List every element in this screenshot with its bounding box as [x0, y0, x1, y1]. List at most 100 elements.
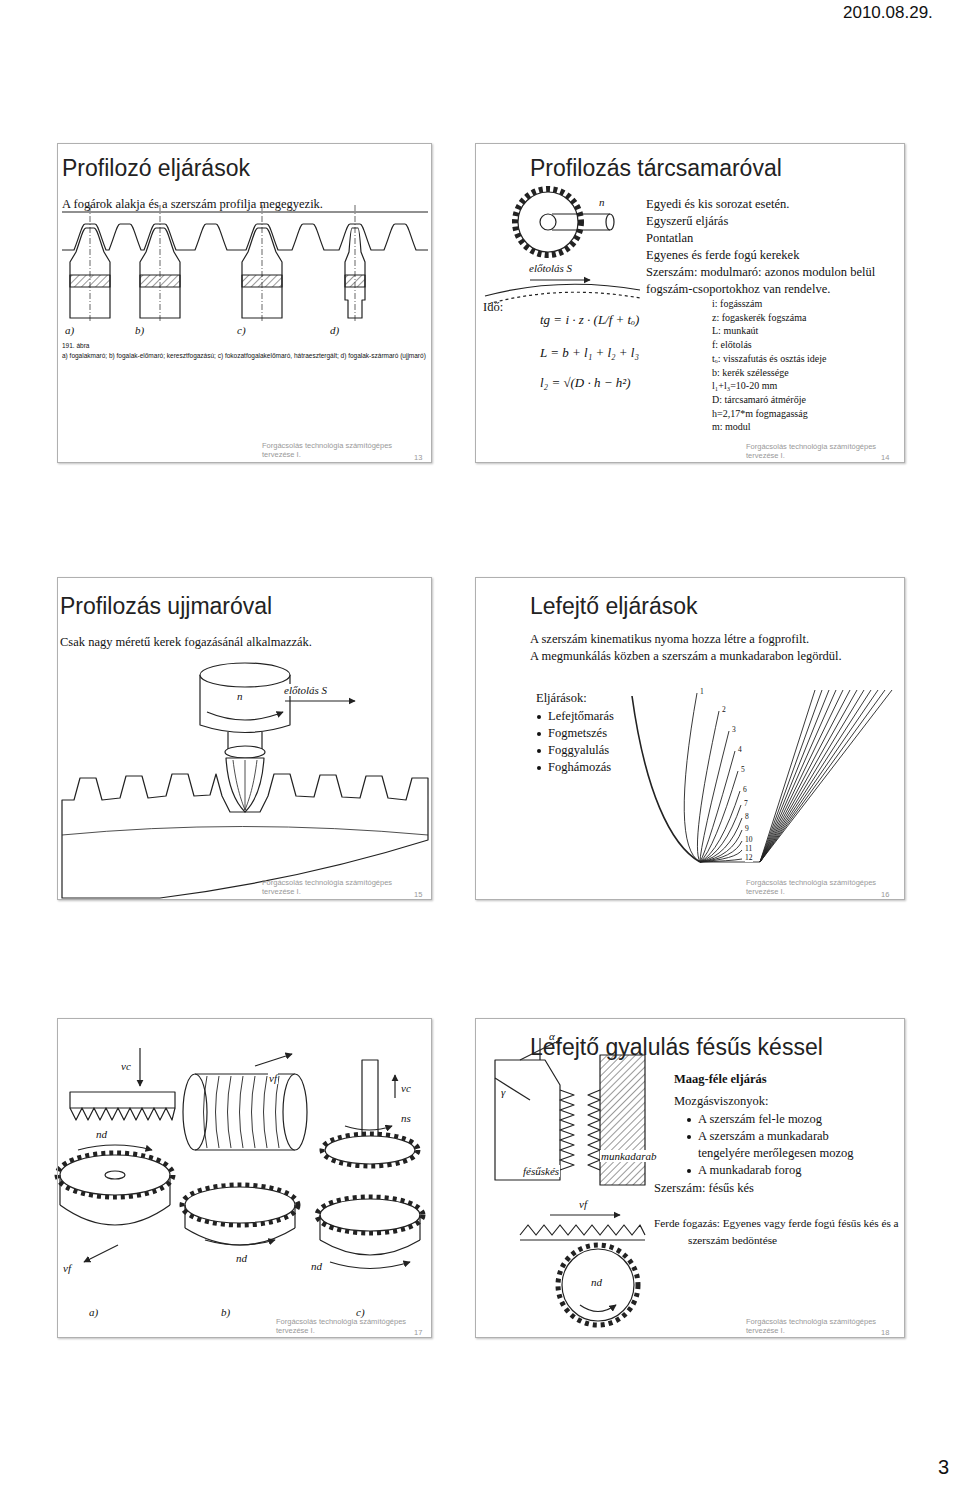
- body-text: Egyedi és kis sorozat esetén.: [646, 196, 902, 213]
- slide-panel: Lefejtő eljárások A szerszám kinematikus …: [475, 577, 905, 900]
- body-text: Foghámozás: [548, 759, 668, 776]
- figure-label: fésűskés: [522, 1165, 560, 1177]
- bullet-dot: [687, 1118, 691, 1122]
- body-text: Foggyalulás: [548, 742, 668, 759]
- figure-label: nd: [590, 1276, 603, 1288]
- figure-label: vf: [62, 1262, 72, 1274]
- figure-label: nd: [310, 1260, 323, 1272]
- bullet-dot: [687, 1135, 691, 1139]
- slide-panel: Lefejtő gyalulás fésűs késselMaag-féle e…: [475, 1018, 905, 1338]
- symbol-definition: L: munkaút: [712, 325, 758, 337]
- body-text: A szerszám fel-le mozog: [698, 1111, 888, 1128]
- figure-label: előtolás S: [283, 684, 328, 696]
- curve-number: 5: [741, 766, 745, 774]
- curve-number: 1: [700, 688, 704, 696]
- symbol-definition: D: tárcsamaró átmérője: [712, 394, 806, 406]
- curve-number: 8: [745, 813, 749, 821]
- slide-panel: Profilozás tárcsamaróvalEgyedi és kis so…: [475, 143, 905, 463]
- rack-cutter-figure: [495, 1038, 645, 1325]
- slide-title: Lefejtő eljárások: [530, 592, 698, 620]
- slide-title: Profilozás tárcsamaróval: [530, 154, 782, 182]
- curve-number: 4: [738, 746, 742, 754]
- symbol-definition: h=2,17*m fogmagasság: [712, 408, 808, 420]
- figure-letter: a): [88, 1306, 99, 1318]
- slide-number: 15: [414, 890, 422, 899]
- body-text: Egyszerű eljárás: [646, 213, 902, 230]
- bullet-dot: [537, 732, 541, 736]
- slide-title: Lefejtő gyalulás fésűs késsel: [530, 1033, 823, 1061]
- figure-caption: 191. ábra: [62, 342, 89, 350]
- curve-number: 10: [745, 836, 753, 844]
- body-text: Eljárások:: [536, 690, 736, 707]
- slide-footer: Forgácsolás technológia számítógépes ter…: [262, 441, 412, 459]
- figure-label: n: [598, 196, 606, 208]
- body-text: Maag-féle eljárás: [674, 1071, 894, 1088]
- body-text: Ferde fogazás: Egyenes vagy ferde fogú f…: [654, 1215, 908, 1249]
- body-text: Idő:: [483, 300, 503, 315]
- body-text: A munkadarab forog: [698, 1162, 888, 1179]
- figure-letter: b): [134, 324, 145, 336]
- figure-label: nd: [235, 1252, 248, 1264]
- figure-label: ns: [400, 1112, 412, 1124]
- body-text: A szerszám a munkadarab tengelyére meről…: [698, 1128, 878, 1162]
- figure-label: vc: [400, 1082, 412, 1094]
- curve-number: 9: [745, 825, 749, 833]
- figure-letter: c): [236, 324, 247, 336]
- finger-mill-figure: [62, 663, 428, 898]
- body-text: A szerszám kinematikus nyoma hozza létre…: [530, 631, 902, 648]
- figure-label: γ: [500, 1086, 506, 1098]
- body-text: Lefejtőmarás: [548, 708, 668, 725]
- curve-number: 7: [744, 800, 748, 808]
- curve-number: 2: [722, 706, 726, 714]
- figure-letter: b): [220, 1306, 231, 1318]
- slide-number: 18: [881, 1328, 889, 1337]
- body-text: Szerszám: modulmaró: azonos modulon belü…: [646, 264, 902, 298]
- body-text: Mozgásviszonyok:: [674, 1093, 894, 1110]
- slide-title: Profilozás ujjmaróval: [60, 592, 272, 620]
- slide-title: Profilozó eljárások: [62, 154, 250, 182]
- body-text: A fogárok alakja és a szerszám profilja …: [62, 196, 430, 213]
- page-date: 2010.08.29.: [843, 3, 933, 23]
- body-text: Szerszám: fésűs kés: [654, 1180, 894, 1197]
- body-text: Egyenes és ferde fogú kerekek: [646, 247, 902, 264]
- slide-number: 14: [881, 453, 889, 462]
- symbol-definition: f: előtolás: [712, 339, 752, 351]
- formula: l₂ = √(D · h − h²): [540, 375, 631, 390]
- body-text: Fogmetszés: [548, 725, 668, 742]
- symbol-definition: z: fogaskerék fogszáma: [712, 312, 806, 324]
- figure-label: vf: [268, 1072, 278, 1084]
- figure-label: vf: [578, 1198, 588, 1210]
- slide-footer: Forgácsolás technológia számítógépes ter…: [276, 1317, 412, 1335]
- figure-caption: a) fogalakmaró; b) fogalak-előmaró; kere…: [62, 352, 428, 360]
- curve-number: 12: [745, 854, 753, 862]
- formula: L = b + l₁ + l₂ + l₃: [540, 345, 639, 360]
- symbol-definition: b: kerék szélessége: [712, 367, 789, 379]
- figure-label: vc: [120, 1060, 132, 1072]
- figure-letter: c): [355, 1306, 366, 1318]
- figure-label: munkadarab: [600, 1150, 658, 1162]
- figure-label: nd: [95, 1128, 108, 1140]
- slide-number: 13: [414, 453, 422, 462]
- slide-footer: Forgácsolás technológia számítógépes ter…: [262, 878, 412, 896]
- formula: tg = i · z · (L/f + tₒ): [540, 312, 639, 327]
- page-number: 3: [938, 1456, 949, 1478]
- curve-number: 6: [743, 786, 747, 794]
- figure-label: α: [548, 1030, 556, 1042]
- generating-curves-figure: [632, 690, 892, 862]
- slide-footer: Forgácsolás technológia számítógépes ter…: [746, 442, 878, 460]
- symbol-definition: i: fogásszám: [712, 298, 762, 310]
- slide-panel: Profilozás ujjmaróvalCsak nagy méretű ke…: [57, 577, 432, 900]
- slide-panel: Forgácsolás technológia számítógépes ter…: [57, 1018, 432, 1338]
- generating-methods-figure: [57, 1048, 423, 1269]
- symbol-definition: m: modul: [712, 421, 751, 433]
- disc-cutter-figure: [485, 189, 640, 304]
- slide-number: 16: [881, 890, 889, 899]
- figure-label: előtolás S: [528, 262, 573, 274]
- figure-letter: a): [64, 324, 75, 336]
- bullet-dot: [537, 715, 541, 719]
- bullet-dot: [687, 1169, 691, 1173]
- slide-footer: Forgácsolás technológia számítógépes ter…: [746, 1317, 878, 1335]
- slide-panel: Profilozó eljárások A fogárok alakja és a…: [57, 143, 432, 463]
